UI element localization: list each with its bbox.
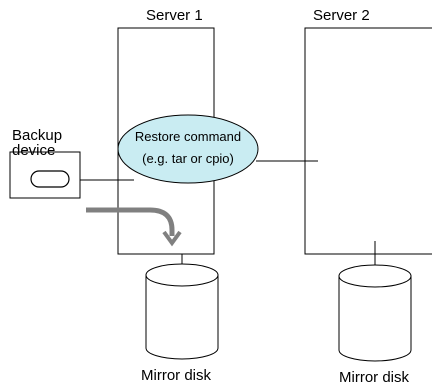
mirror-disk-1-body — [145, 275, 219, 360]
restore-arrow-path — [86, 207, 175, 236]
server-1-label: Server 1 — [146, 7, 203, 24]
tape-slot-icon — [30, 170, 70, 188]
mirror-disk-2: Mirror disk — [338, 264, 412, 386]
mirror-disk-2-top — [338, 264, 412, 288]
mirror-disk-1: Mirror disk — [141, 263, 219, 384]
mirror-disk-1-top — [145, 263, 219, 287]
restore-arrow — [86, 207, 182, 247]
mirror-disk-1-label: Mirror disk — [141, 367, 211, 384]
server-2-label: Server 2 — [313, 7, 370, 24]
backup-device-label-line1: Backup — [12, 127, 62, 144]
restore-command-line1: Restore command — [135, 129, 241, 144]
backup-device: Backup device — [9, 127, 81, 199]
restore-arrow-head — [162, 230, 182, 247]
restore-command-ellipse — [117, 114, 259, 184]
backup-device-label-line2: device — [12, 142, 55, 159]
mirror-disk-2-label: Mirror disk — [339, 369, 409, 386]
restore-command-line2: (e.g. tar or cpio) — [142, 151, 234, 166]
server-2-box — [304, 27, 432, 255]
restore-command: Restore command (e.g. tar or cpio) — [117, 114, 259, 184]
server-2: Server 2 — [304, 7, 432, 255]
mirror-disk-2-body — [338, 276, 412, 362]
